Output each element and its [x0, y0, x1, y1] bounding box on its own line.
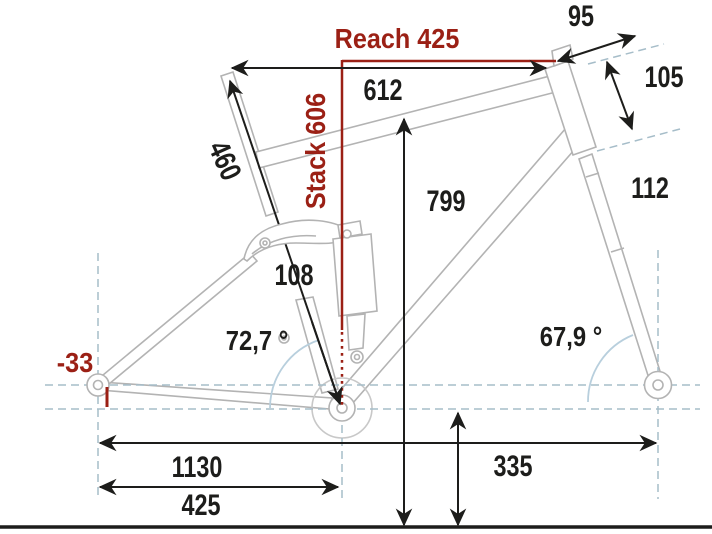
shock-shaft [346, 313, 366, 351]
chainstay-length-label: 425 [181, 489, 221, 522]
head-tube [543, 59, 598, 157]
seat-tube-measure-arrow-end [311, 321, 343, 406]
stem-measure-arrow [556, 33, 637, 64]
reach-label: Reach 425 [334, 23, 460, 54]
stack-label: Stack 606 [300, 92, 331, 210]
rear-dropout-hole [92, 379, 104, 391]
standover-height-label: 799 [426, 185, 466, 218]
head-tube-length-label: 105 [644, 61, 684, 94]
rocker-pivot-left-hole [262, 240, 268, 246]
wheelbase-label: 1130 [171, 451, 223, 484]
fork-stanchion-line [610, 247, 625, 253]
head-angle-arc [587, 334, 634, 403]
shock-length-label: 108 [274, 259, 314, 292]
stem-length-label: 95 [567, 0, 595, 33]
rocker-inner-curve [251, 234, 317, 255]
measurement-arrows [98, 33, 658, 527]
suspension-linkage [86, 219, 673, 422]
angle-arcs [269, 334, 634, 409]
main-pivot-hole [281, 335, 287, 341]
head-tube-measure-arrow [605, 60, 634, 131]
rocker-pivot-right [342, 229, 352, 239]
bb-drop-label: -33 [56, 347, 94, 378]
down-tube [336, 126, 584, 406]
chainstay-tube [99, 381, 333, 410]
shock-body [332, 233, 378, 317]
seat-tube-angle-label: 72,7 ° [225, 325, 289, 356]
bb-height-label: 335 [493, 450, 533, 483]
steerer-stub [551, 43, 574, 68]
seat-angle-arc [269, 339, 320, 409]
fork-crown-line [585, 172, 600, 178]
shock-eyelet-hole [353, 353, 361, 361]
headtube-bottom-dashed-line [596, 128, 681, 152]
fork-length-label: 112 [631, 172, 669, 205]
top-tube-length-label: 612 [363, 74, 403, 107]
front-dropout-hole [652, 379, 664, 391]
head-tube-angle-label: 67,9 ° [539, 321, 603, 352]
seatstay-tube [95, 251, 259, 391]
